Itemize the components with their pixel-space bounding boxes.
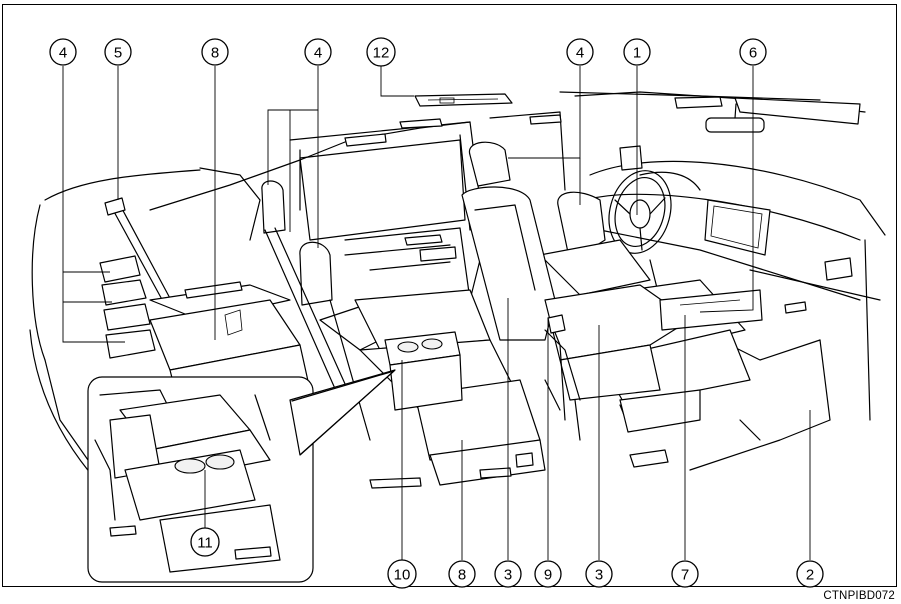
svg-text:4: 4 — [314, 45, 322, 62]
callout-6: 6 — [739, 38, 767, 66]
svg-text:12: 12 — [373, 45, 390, 62]
svg-text:2: 2 — [806, 567, 814, 584]
callout-9: 9 — [534, 560, 562, 588]
passenger-seat — [461, 141, 691, 441]
svg-text:3: 3 — [595, 567, 603, 584]
sun-visor — [734, 97, 861, 125]
svg-text:11: 11 — [197, 535, 213, 552]
callout-12: 12 — [366, 37, 396, 67]
inset-detail — [87, 369, 396, 583]
svg-text:4: 4 — [576, 45, 584, 62]
callout-4-second-row: 4 — [304, 38, 332, 66]
rear-seatbelt-strap — [547, 314, 566, 421]
svg-text:4: 4 — [59, 45, 67, 62]
callout-5: 5 — [104, 38, 132, 66]
figure-code: CTNPIBD072 — [823, 590, 895, 602]
callout-2: 2 — [796, 560, 824, 588]
side-mirror — [619, 145, 643, 171]
callout-1: 1 — [623, 38, 651, 66]
floor-rails — [264, 227, 371, 441]
callout-8-third-row: 8 — [201, 38, 229, 66]
svg-text:8: 8 — [211, 45, 219, 62]
second-row-seats — [261, 180, 581, 489]
leader-lines — [62, 66, 811, 560]
callout-8-second-row: 8 — [448, 560, 476, 588]
callout-4-front-row: 4 — [566, 38, 594, 66]
callout-3-right: 3 — [585, 560, 613, 588]
svg-text:5: 5 — [114, 45, 122, 62]
svg-text:8: 8 — [458, 567, 466, 584]
callout-7: 7 — [671, 560, 699, 588]
front-center-console — [659, 289, 763, 331]
callout-10: 10 — [387, 559, 417, 589]
svg-text:10: 10 — [394, 567, 411, 584]
callout-11: 11 — [190, 527, 220, 557]
svg-text:6: 6 — [749, 45, 757, 62]
callout-4-third-row: 4 — [49, 38, 77, 66]
body-outline — [29, 111, 566, 561]
svg-text:7: 7 — [681, 567, 689, 584]
svg-text:9: 9 — [544, 567, 552, 584]
svg-text:3: 3 — [504, 567, 512, 584]
overhead-console — [414, 93, 513, 107]
diagram-frame — [2, 4, 897, 587]
svg-text:1: 1 — [633, 45, 641, 62]
callout-3-left: 3 — [494, 560, 522, 588]
rear-view-mirror — [674, 96, 765, 133]
